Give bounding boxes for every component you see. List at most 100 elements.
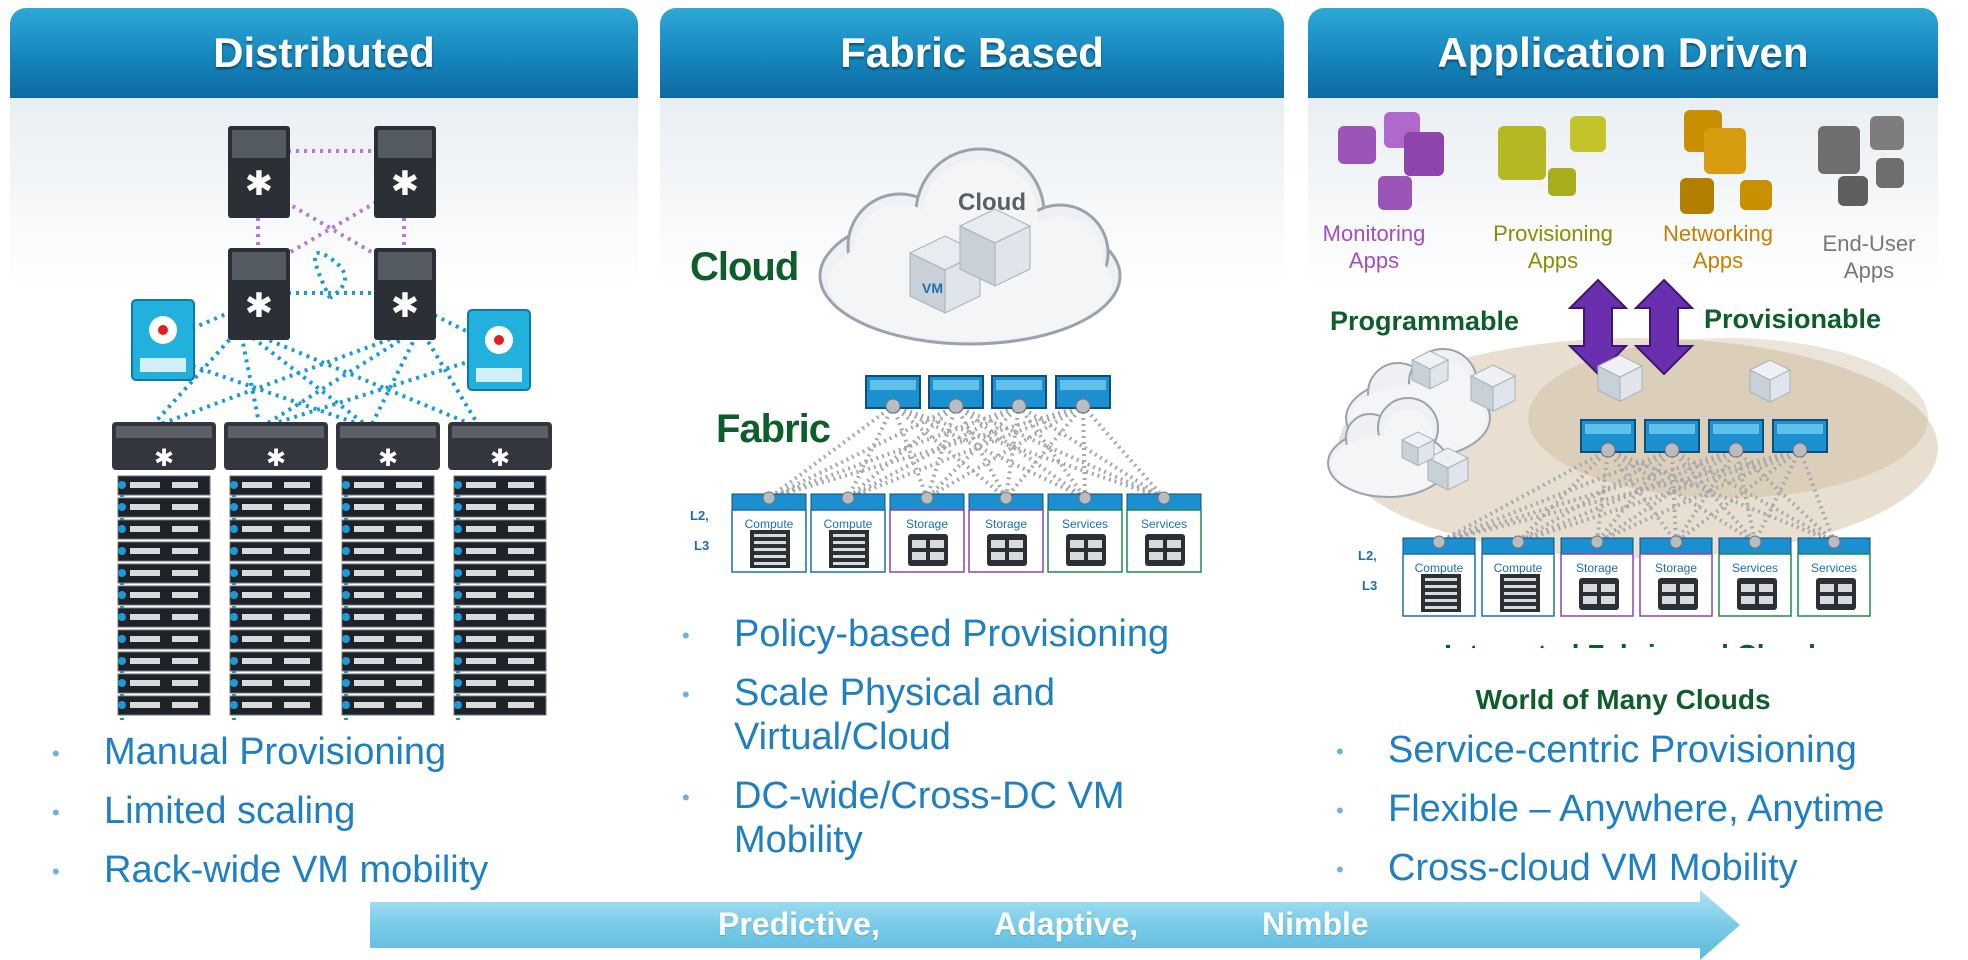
module-label: Storage	[906, 517, 948, 531]
module-label: Services	[1732, 561, 1778, 575]
spine-switch	[865, 375, 921, 414]
layer-label-l2: L2,	[1358, 548, 1377, 563]
app-label-line: Monitoring	[1322, 221, 1426, 246]
provisionable-label: Provisionable	[1704, 304, 1881, 334]
panel-title: Distributed	[10, 8, 638, 98]
double-arrow-icon	[1633, 278, 1695, 376]
server-unit	[117, 497, 211, 518]
server-unit	[229, 519, 323, 540]
server-unit	[341, 673, 435, 694]
spine-switches	[1580, 419, 1828, 458]
server-unit	[229, 475, 323, 496]
server-unit	[453, 497, 547, 518]
core-switch: ✱	[228, 126, 290, 218]
panel-distributed: Distributed	[10, 8, 638, 894]
svg-text:✱: ✱	[391, 164, 420, 204]
bullet-item: Flexible – Anywhere, Anytime	[1334, 787, 1968, 833]
app-label-provisioning: Provisioning Apps	[1478, 220, 1628, 274]
module-label: Compute	[1415, 561, 1464, 575]
server-racks: ✱✱✱✱	[112, 422, 552, 716]
server-unit	[229, 695, 323, 716]
vm-cube	[1426, 447, 1470, 491]
server-unit	[117, 475, 211, 496]
panel-title: Application Driven	[1308, 8, 1938, 98]
leaf-module: Storage	[1639, 535, 1713, 617]
server-unit	[341, 695, 435, 716]
server-unit	[341, 497, 435, 518]
server-unit	[117, 695, 211, 716]
app-label-line: Apps	[1843, 258, 1895, 283]
server-unit	[453, 673, 547, 694]
arrow-word: Predictive,	[718, 906, 880, 942]
module-label: Compute	[745, 517, 794, 531]
vm-label: VM	[922, 280, 943, 296]
server-unit	[117, 563, 211, 584]
server-unit	[453, 585, 547, 606]
spine-switch	[1772, 419, 1828, 458]
storage-icon	[1658, 578, 1698, 610]
app-label-line: Networking	[1662, 221, 1774, 246]
services-icon	[1145, 534, 1185, 566]
arrow-word: Adaptive,	[994, 906, 1139, 942]
server-unit	[117, 519, 211, 540]
svg-text:✱: ✱	[490, 445, 510, 472]
server-unit	[229, 563, 323, 584]
bullet-list: Manual Provisioning Limited scaling Rack…	[50, 730, 488, 907]
programmable-label: Programmable	[1330, 306, 1519, 336]
spine-switch	[991, 375, 1047, 414]
svg-text:✱: ✱	[391, 286, 420, 326]
bullet-item: Manual Provisioning	[50, 730, 488, 776]
cloud-inside-label: Cloud	[958, 189, 1026, 216]
vm-cube	[958, 208, 1032, 287]
server-rack: ✱	[224, 422, 328, 716]
fabric-mesh	[767, 404, 1166, 500]
module-label: Storage	[1655, 561, 1697, 575]
evolution-arrow	[370, 890, 1740, 960]
server-rack: ✱	[448, 422, 552, 716]
server-unit	[229, 673, 323, 694]
module-label: Storage	[1576, 561, 1618, 575]
app-label-monitoring: Monitoring Apps	[1304, 220, 1444, 274]
server-unit	[117, 651, 211, 672]
server-unit	[341, 585, 435, 606]
server-unit	[453, 475, 547, 496]
server-unit	[453, 629, 547, 650]
monitoring-apps-icon	[1338, 112, 1444, 210]
server-unit	[453, 541, 547, 562]
provisioning-apps-icon	[1498, 116, 1606, 196]
leaf-module: Storage	[889, 491, 965, 573]
app-label-networking: Networking Apps	[1648, 220, 1788, 274]
spine-switch	[1580, 419, 1636, 458]
svg-text:✱: ✱	[378, 445, 398, 472]
aggregation-switch: ✱	[374, 248, 436, 340]
module-label: Services	[1062, 517, 1108, 531]
services-icon	[1816, 578, 1856, 610]
leaf-module: Services	[1797, 535, 1871, 617]
leaf-module: Compute	[810, 491, 886, 573]
distributed-topology-diagram: ✱ ✱ ✱ ✱ ✱✱✱✱	[112, 126, 552, 720]
layer-label-l3: L3	[694, 538, 709, 553]
panel-fabric-based: Fabric Based VM Cloud Cloud Fabric	[660, 8, 1284, 861]
caption-line-2: World of Many Clouds	[1475, 684, 1771, 715]
networking-apps-icon	[1680, 110, 1772, 214]
server-rack: ✱	[112, 422, 216, 716]
spine-switch	[1055, 375, 1111, 414]
app-label-end-user: End-User Apps	[1804, 230, 1934, 284]
bullet-item: Scale Physical and Virtual/Cloud	[680, 671, 1200, 759]
server-unit	[229, 629, 323, 650]
server-unit	[341, 629, 435, 650]
app-label-line: End-User	[1822, 231, 1916, 256]
storage-icon	[987, 534, 1027, 566]
layer-label-l2: L2,	[690, 508, 709, 523]
server-unit	[341, 519, 435, 540]
bullet-item: Cross-cloud VM Mobility	[1334, 846, 1968, 892]
spine-switch	[928, 375, 984, 414]
leaf-module: Storage	[968, 491, 1044, 573]
server-unit	[453, 651, 547, 672]
fabric-layer-label: Fabric	[716, 407, 831, 451]
server-unit	[117, 541, 211, 562]
aggregation-switch: ✱	[228, 248, 290, 340]
